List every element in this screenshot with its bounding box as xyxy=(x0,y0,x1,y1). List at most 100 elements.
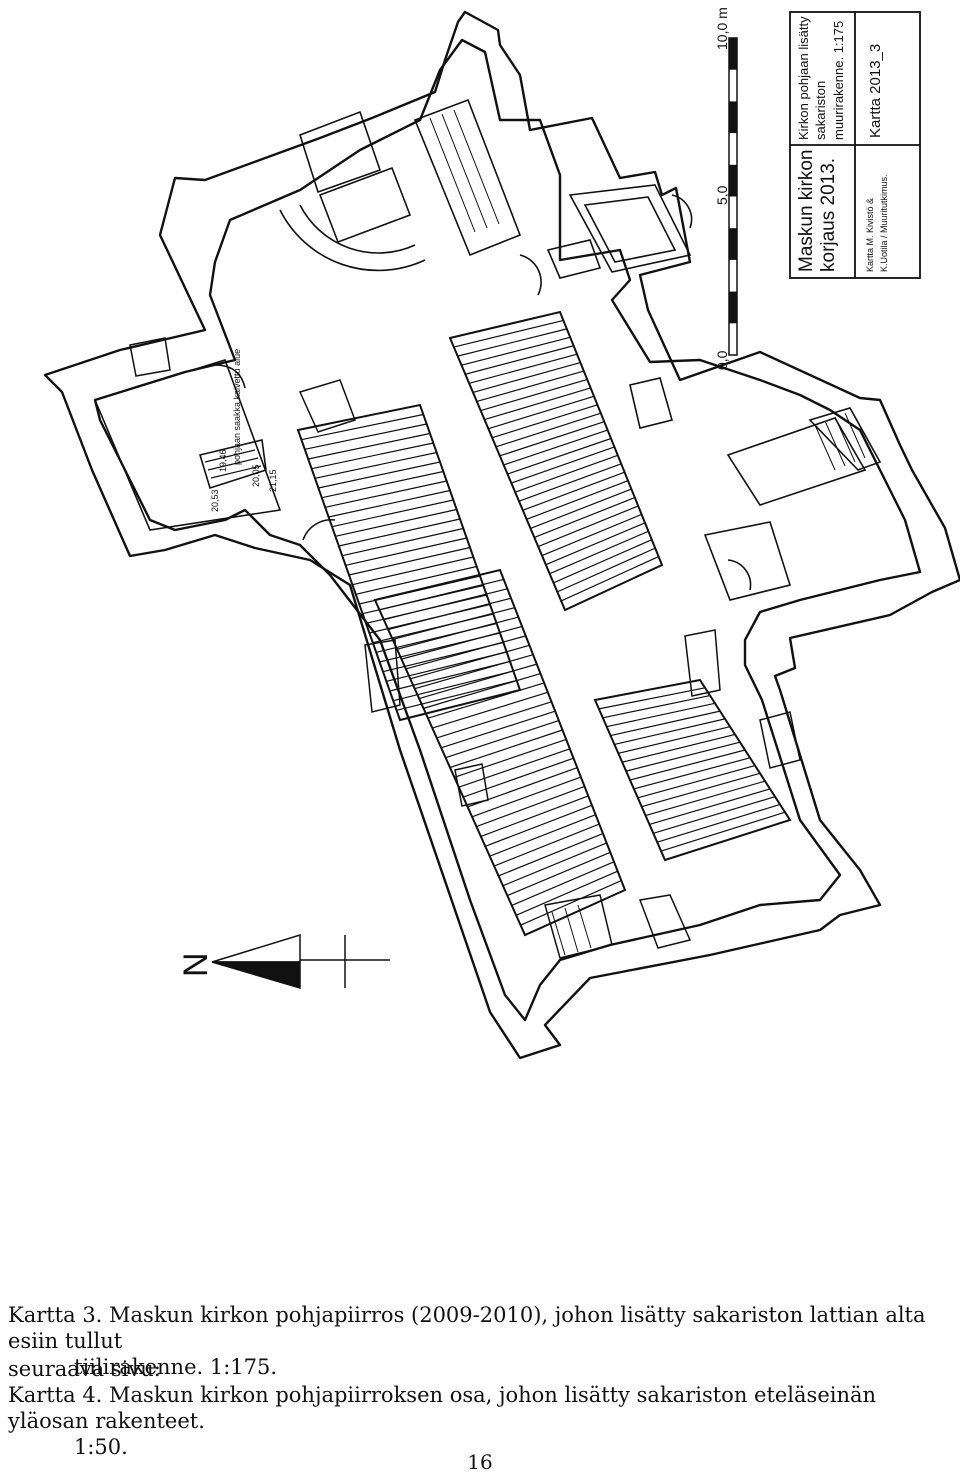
pew-line xyxy=(392,607,515,640)
pew-line xyxy=(476,785,585,828)
pew-line xyxy=(514,454,619,493)
apse xyxy=(279,98,542,296)
authors: K.Uotila / Muuritutkimus. xyxy=(879,174,889,272)
description: Kirkon pohjaan lisätty xyxy=(796,16,811,140)
pew-line xyxy=(321,470,444,499)
pew-line xyxy=(445,720,560,759)
pew-line xyxy=(379,578,504,611)
next-page-note: seuraava sivu: Kartta 4. Maskun kirkon p… xyxy=(8,1356,953,1460)
pew-line xyxy=(388,597,512,631)
north-label: N xyxy=(177,952,215,977)
pew-line xyxy=(598,687,706,710)
scale-segment xyxy=(729,101,737,134)
project-title: Maskun kirkon xyxy=(796,150,817,273)
pew-line xyxy=(325,480,447,508)
elevation-label: 21,15 xyxy=(268,469,278,492)
pew-line xyxy=(489,814,596,857)
pew-line xyxy=(618,726,731,754)
scale-label-10: 10,0 m xyxy=(714,7,730,50)
pew-line xyxy=(436,701,552,739)
next-page-line: Kartta 4. Maskun kirkon pohjapiirroksen … xyxy=(8,1383,877,1433)
scale-segment xyxy=(729,164,737,197)
pew-line xyxy=(560,556,659,602)
scale-segment xyxy=(729,38,737,70)
pew-line xyxy=(393,670,514,702)
scale-segment xyxy=(729,291,737,324)
pew-line xyxy=(503,429,608,466)
pew-line xyxy=(472,362,581,393)
page-number: 16 xyxy=(467,1450,493,1474)
pews xyxy=(296,310,792,937)
pew-line xyxy=(657,803,781,843)
pew-line xyxy=(418,663,537,700)
pew-line xyxy=(301,413,424,441)
pew-line xyxy=(342,527,464,557)
next-page-line: 1:50. xyxy=(74,1435,128,1459)
pew-line xyxy=(318,461,441,489)
pew-line xyxy=(338,518,461,547)
pew-line xyxy=(461,336,571,366)
pew-line xyxy=(660,811,786,852)
pew-line xyxy=(633,757,751,790)
scale-label-0: 0,0 xyxy=(714,350,730,370)
area-note: pohjaan saakka kaivettu alue xyxy=(232,349,242,465)
pew-line xyxy=(457,328,567,357)
pew-line xyxy=(629,749,746,781)
pew-line xyxy=(383,588,508,621)
pew-line xyxy=(480,378,588,412)
pew-line xyxy=(405,635,526,670)
pew-line xyxy=(453,319,564,348)
elevation-label: 20,53 xyxy=(210,489,220,512)
pew-line xyxy=(641,772,761,808)
pew-line xyxy=(534,496,636,539)
pew-line xyxy=(449,729,563,769)
pew-line xyxy=(610,710,721,737)
pew-line xyxy=(440,710,556,749)
pew-line xyxy=(471,776,582,818)
pew-line xyxy=(526,480,629,520)
north-arrow: N xyxy=(177,933,390,990)
pew-line xyxy=(614,718,726,746)
description: sakariston xyxy=(813,81,828,140)
pew-line xyxy=(622,733,736,763)
pew-line xyxy=(352,556,474,586)
pew-line xyxy=(522,471,625,511)
pew-line xyxy=(432,691,548,729)
pew-line xyxy=(507,437,612,475)
pew-line xyxy=(485,804,593,847)
pew-line xyxy=(308,432,431,460)
pew-line xyxy=(530,488,632,529)
pew-line xyxy=(304,423,427,450)
pew-line xyxy=(537,505,639,548)
pew-line xyxy=(498,832,604,877)
pew-line xyxy=(520,880,622,926)
pew-line xyxy=(359,575,481,605)
caption-line: tiilirakenne. 1:175. xyxy=(74,1355,278,1379)
plan-annotations: 20,53 19,46 20,05 21,15 pohjaan saakka k… xyxy=(210,349,278,512)
pew-line xyxy=(427,682,545,719)
elevation-label: 20,05 xyxy=(251,464,261,487)
pew-line xyxy=(484,387,591,421)
pew-line xyxy=(491,404,598,439)
pew-line xyxy=(423,672,541,709)
pew-line xyxy=(488,395,595,430)
pew-line xyxy=(625,741,741,772)
pew-line xyxy=(469,353,578,384)
pew-line xyxy=(463,757,574,798)
pew-line xyxy=(502,842,607,887)
pew-line xyxy=(345,537,467,566)
pew-line xyxy=(518,463,622,502)
pew-line xyxy=(495,412,601,448)
church-floor-plan: 20,53 19,46 20,05 21,15 pohjaan saakka k… xyxy=(43,7,960,1060)
figure-caption: Kartta 3. Maskun kirkon pohjapiirros (20… xyxy=(8,1302,953,1380)
east-annex xyxy=(629,377,882,601)
scale-bar: 0,0 5,0 10,0 m xyxy=(714,7,738,370)
pew-line xyxy=(314,451,437,479)
pew-line xyxy=(476,370,584,403)
pew-line xyxy=(348,546,471,576)
map-id: Kartta 2013_3 xyxy=(867,44,884,138)
pew-line xyxy=(410,644,530,680)
pew-line xyxy=(511,861,615,906)
stairs-and-fixtures xyxy=(129,337,801,959)
excavated-room xyxy=(93,359,282,531)
